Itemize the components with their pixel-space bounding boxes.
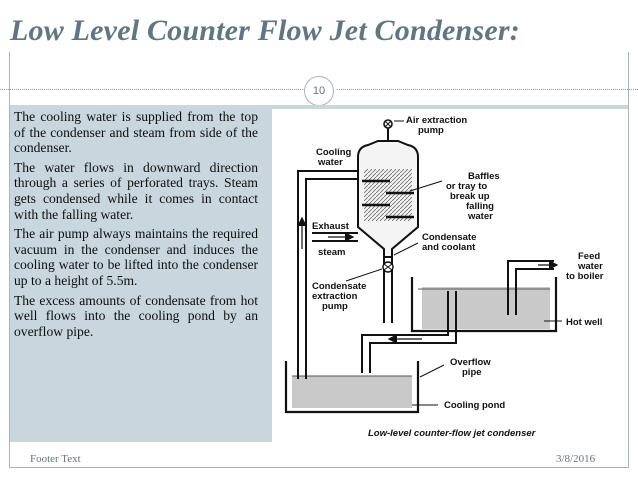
body-text: The cooling water is supplied from the t… xyxy=(14,109,258,343)
title-divider-right xyxy=(337,89,638,90)
condenser-diagram: Air extraction pump Cooling water Baffle… xyxy=(272,109,628,442)
label-feed-water: water xyxy=(577,261,603,272)
overflow-pipe xyxy=(361,291,457,373)
paragraph-4: The excess amounts of condensate from ho… xyxy=(14,292,258,339)
tail-pipe xyxy=(382,257,394,323)
feed-water-pipe xyxy=(507,260,559,315)
footer-text: Footer Text xyxy=(30,453,81,465)
hot-well-water xyxy=(422,287,550,329)
label-baffles-3: break up xyxy=(450,191,490,202)
cooling-pond xyxy=(284,361,420,414)
label-baffles-4: falling xyxy=(466,201,494,212)
leader-lines xyxy=(345,120,562,406)
label-baffles-2: or tray to xyxy=(446,181,487,192)
footer-date: 3/8/2016 xyxy=(556,453,596,465)
trays-region xyxy=(364,169,412,221)
label-cooling-water: water xyxy=(317,157,343,168)
paragraph-2: The water flows in downward direction th… xyxy=(14,159,258,222)
bottom-border xyxy=(9,467,629,468)
label-condensate-coolant: Condensate xyxy=(422,232,476,243)
slide-title: Low Level Counter Flow Jet Condenser: xyxy=(10,14,520,47)
label-overflow: Overflow xyxy=(450,357,491,368)
label-cooling-pond: Cooling pond xyxy=(444,400,505,411)
paragraph-3: The air pump always maintains the requir… xyxy=(14,226,258,288)
label-hot-well: Hot well xyxy=(566,317,602,328)
diagram-labels: Air extraction pump Cooling water Baffle… xyxy=(312,115,604,411)
label-condensate-coolant-2: and coolant xyxy=(422,242,476,253)
page-number-badge: 10 xyxy=(304,76,334,106)
hot-well xyxy=(410,277,558,333)
label-air-extraction: Air extraction xyxy=(406,115,467,126)
condenser-diagram-svg: Air extraction pump Cooling water Baffle… xyxy=(284,115,604,439)
title-divider-left xyxy=(0,89,303,90)
condenser-vessel xyxy=(312,119,419,258)
label-baffles-5: water xyxy=(467,211,493,222)
label-feed: Feed xyxy=(578,251,600,262)
pond-water xyxy=(292,376,412,408)
label-condensate-pump-2: extraction xyxy=(312,291,358,302)
label-overflow-pipe: pipe xyxy=(462,367,482,378)
label-baffles: Baffles xyxy=(468,171,500,182)
cooling-water-pipe xyxy=(297,170,358,379)
diagram-caption: Low-level counter-flow jet condenser xyxy=(368,428,537,439)
label-exhaust: Exhaust xyxy=(312,221,350,232)
label-cooling: Cooling xyxy=(316,147,352,158)
label-exhaust-steam: steam xyxy=(318,247,345,258)
label-air-extraction-pump: pump xyxy=(418,125,444,136)
label-condensate-pump-3: pump xyxy=(322,301,348,312)
paragraph-1: The cooling water is supplied from the t… xyxy=(14,109,258,156)
label-condensate-pump: Condensate xyxy=(312,281,366,292)
left-border xyxy=(9,52,10,468)
right-border xyxy=(628,52,629,468)
label-feed-to-boiler: to boiler xyxy=(566,271,604,282)
